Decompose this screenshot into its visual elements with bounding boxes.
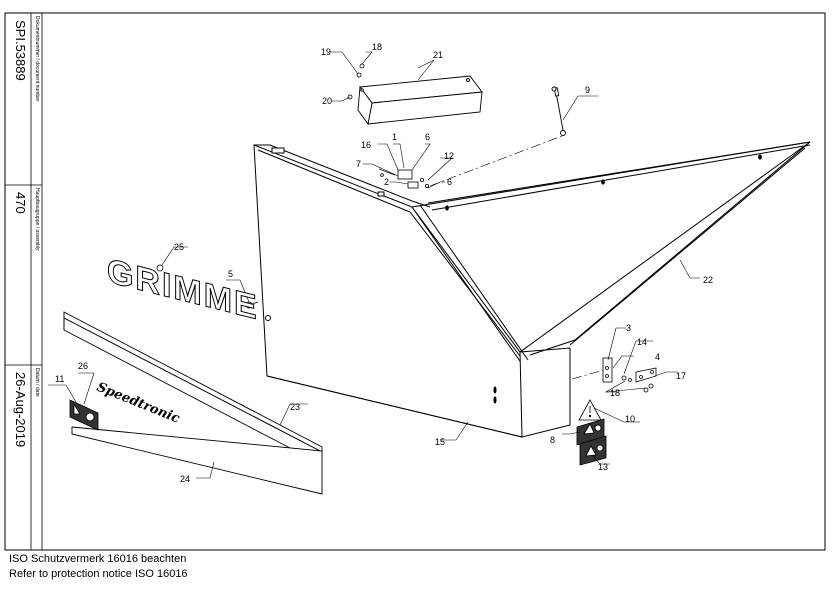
callout-7: 7 [356, 159, 361, 169]
callout-15: 15 [435, 437, 445, 447]
decal-11-warning [69, 399, 99, 431]
callout-18: 18 [372, 42, 382, 52]
part-9-gas-strut [551, 86, 566, 136]
callout-21: 21 [433, 50, 443, 60]
warning-labels [576, 399, 607, 466]
svg-text:GRIMME: GRIMME [107, 252, 259, 327]
callout-12: 12 [444, 151, 454, 161]
callout-18: 18 [610, 388, 620, 398]
document-number-label: Dokumentnummer / document number [34, 16, 40, 102]
protection-notice-de: ISO Schutzvermerk 16016 beachten [9, 553, 187, 565]
hinge-parts [378, 168, 429, 189]
hinge-bracket [602, 357, 657, 393]
callout-10: 10 [625, 414, 635, 424]
speedtronic-decal: Speedtronic [95, 380, 182, 427]
callout-6: 6 [425, 132, 430, 142]
part-22-hopper-body [253, 141, 811, 438]
fasteners-18-19-20 [347, 63, 365, 100]
callout-2: 2 [384, 177, 389, 187]
assembly-centerlines [429, 135, 605, 380]
callout-24: 24 [180, 474, 190, 484]
callout-1: 1 [392, 132, 397, 142]
callout-11: 11 [55, 374, 64, 384]
callout-23: 23 [290, 402, 300, 412]
side-boards [63, 311, 323, 495]
callout-26: 26 [78, 361, 88, 371]
protection-notice-en: Refer to protection notice ISO 16016 [9, 568, 188, 580]
leader-lines [48, 51, 700, 479]
assembly-label: Hauptbaugruppe / assembly [34, 188, 40, 251]
date-label: Datum / date [34, 368, 40, 397]
part-21-cover [357, 75, 483, 126]
callout-13: 13 [598, 462, 608, 472]
callout-5: 5 [228, 269, 233, 279]
drawing-frame [4, 12, 826, 551]
date-value: 26-Aug-2019 [13, 372, 28, 448]
callout-6: 6 [447, 177, 452, 187]
callout-8: 8 [550, 435, 555, 445]
callout-22: 22 [703, 275, 713, 285]
callout-9: 9 [585, 85, 590, 95]
callout-4: 4 [655, 352, 660, 362]
callout-3: 3 [626, 323, 631, 333]
callout-16: 16 [361, 140, 371, 150]
callout-19: 19 [321, 47, 331, 57]
assembly-value: 470 [13, 192, 28, 214]
callout-14: 14 [637, 337, 647, 347]
document-number-value: SPI.53889 [13, 20, 28, 81]
callout-25: 25 [174, 242, 184, 252]
callout-17: 17 [676, 371, 686, 381]
callout-20: 20 [322, 96, 332, 106]
grimme-logo: GRIMME [107, 252, 260, 328]
